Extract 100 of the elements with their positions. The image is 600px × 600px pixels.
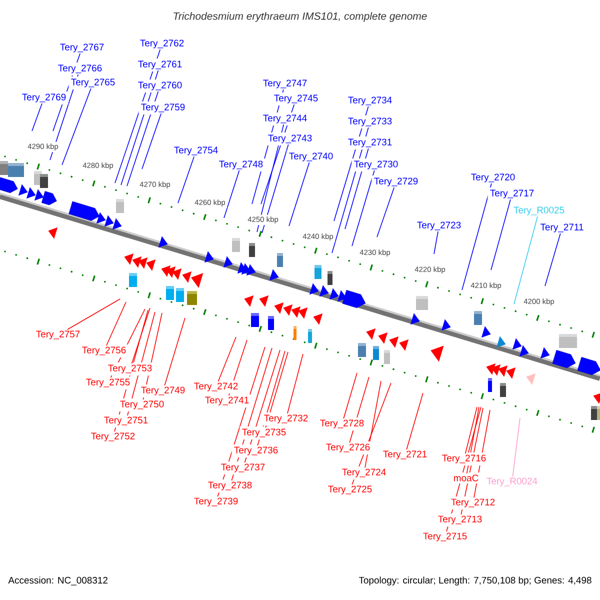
leader-line	[512, 418, 520, 477]
gene-label: Tery_2731	[348, 138, 392, 148]
gene-label: Tery_2767	[60, 44, 104, 52]
gene-label: Tery_2741	[205, 396, 249, 406]
gene-label: Tery_2751	[104, 416, 148, 426]
gene-label: Tery_2717	[490, 190, 534, 198]
leader-line	[446, 406, 482, 532]
gene-label: Tery_R0024	[486, 478, 538, 486]
leader-line	[114, 49, 161, 184]
leader-line	[106, 302, 126, 346]
gene-label: Tery_2729	[374, 178, 418, 186]
gene-label: Tery_2760	[138, 82, 182, 90]
gene-label: Tery_2733	[348, 118, 392, 126]
leader-line	[344, 148, 369, 230]
gene-label: Tery_2739	[194, 498, 238, 506]
gene-label: Tery_2711	[540, 224, 584, 232]
gene-label: Tery_2726	[326, 444, 370, 452]
gene-label: Tery_2712	[451, 498, 495, 508]
gene-label: Tery_2724	[342, 468, 386, 478]
gene-label: Tery_2743	[268, 134, 312, 144]
gene-label: Tery_2735	[242, 428, 286, 438]
leader-line	[265, 352, 288, 428]
leader-line	[127, 312, 156, 416]
gene-label: Tery_2745	[274, 94, 318, 104]
leader-line	[544, 233, 561, 286]
leader-line	[228, 340, 248, 396]
leader-line	[334, 106, 369, 222]
gene-label: Tery_2752	[91, 432, 135, 442]
gene-label: Tery_2759	[141, 104, 185, 112]
leader-line	[288, 162, 310, 226]
gene-label: Tery_R0025	[514, 206, 564, 216]
leader-line	[464, 406, 478, 454]
gene-label: Tery_2744	[263, 114, 307, 124]
gene-label: Tery_2749	[141, 386, 185, 396]
gene-label: Tery_2748	[219, 160, 263, 170]
leader-line	[514, 216, 538, 304]
gene-label: Tery_2730	[354, 160, 398, 170]
leader-line	[50, 74, 79, 160]
leader-line	[474, 410, 490, 498]
leader-line	[120, 70, 159, 186]
gene-label: Tery_2736	[234, 446, 278, 456]
leader-line	[217, 346, 266, 497]
leader-line	[256, 124, 284, 232]
title: Trichodesmium erythraeum IMS101, complete genome	[174, 12, 427, 22]
gene-label: Tery_2738	[208, 482, 252, 490]
gene-label: Tery_2732	[264, 414, 308, 424]
gene-label: Tery_2720	[471, 174, 515, 182]
leader-line	[252, 89, 284, 204]
gene-label: Tery_2762	[140, 40, 184, 48]
gene-label: Tery_2725	[328, 486, 372, 494]
gene-label: Tery_2769	[22, 94, 66, 102]
leader-line	[244, 350, 280, 463]
leader-line	[406, 392, 424, 450]
leader-line	[462, 183, 492, 290]
leader-line	[62, 88, 92, 166]
gene-label: Tery_2766	[58, 64, 102, 74]
gene-label: Tery_2750	[120, 400, 164, 410]
gene-label: Tery_2740	[289, 152, 333, 162]
leader-line	[364, 380, 382, 468]
gene-label: Tery_2737	[221, 464, 265, 472]
gene-label: Tery_2765	[71, 78, 115, 88]
gene-label: Tery_2755	[86, 378, 130, 388]
leader-line	[434, 231, 438, 254]
footer-text: Accession: NC_008312	[8, 576, 108, 586]
leader-line	[490, 199, 511, 270]
gene-label: Tery_2715	[423, 532, 467, 542]
gene-label: moaC	[454, 474, 478, 482]
leader-line	[460, 408, 484, 515]
leader-line	[131, 308, 150, 364]
leader-line	[114, 310, 148, 432]
leader-line	[376, 187, 394, 238]
footer-text: Topology: circular; Length: 7,750,108 bp; Genes: 4,498	[358, 576, 592, 586]
leader-line	[224, 170, 240, 218]
leader-line	[32, 103, 42, 132]
leader-line	[52, 53, 80, 132]
gene-label: Tery_2716	[442, 454, 486, 464]
leader-line	[262, 144, 289, 234]
leader-line	[231, 348, 272, 481]
leader-line	[349, 376, 370, 443]
leader-line	[343, 372, 358, 419]
leader-line	[352, 382, 392, 485]
gene-label: Tery_2728	[320, 420, 364, 428]
leader-line	[466, 406, 480, 474]
leader-line	[126, 91, 159, 186]
leader-line	[164, 318, 186, 386]
leader-line	[110, 308, 146, 378]
gene-label: Tery_2723	[417, 222, 461, 230]
gene-label: Tery_2713	[438, 516, 482, 524]
leader-line	[142, 312, 162, 400]
gene-label: Tery_2747	[263, 80, 307, 88]
gene-label: Tery_2721	[383, 450, 427, 460]
leader-line	[352, 170, 375, 246]
leader-line	[142, 113, 162, 170]
leader-line	[260, 104, 295, 204]
leader-line	[332, 127, 369, 254]
gene-label: Tery_2734	[348, 96, 392, 106]
gene-label: Tery_2761	[138, 60, 182, 70]
gene-label: Tery_2753	[108, 364, 152, 374]
gene-label: Tery_2756	[82, 346, 126, 356]
leader-line	[218, 336, 236, 382]
